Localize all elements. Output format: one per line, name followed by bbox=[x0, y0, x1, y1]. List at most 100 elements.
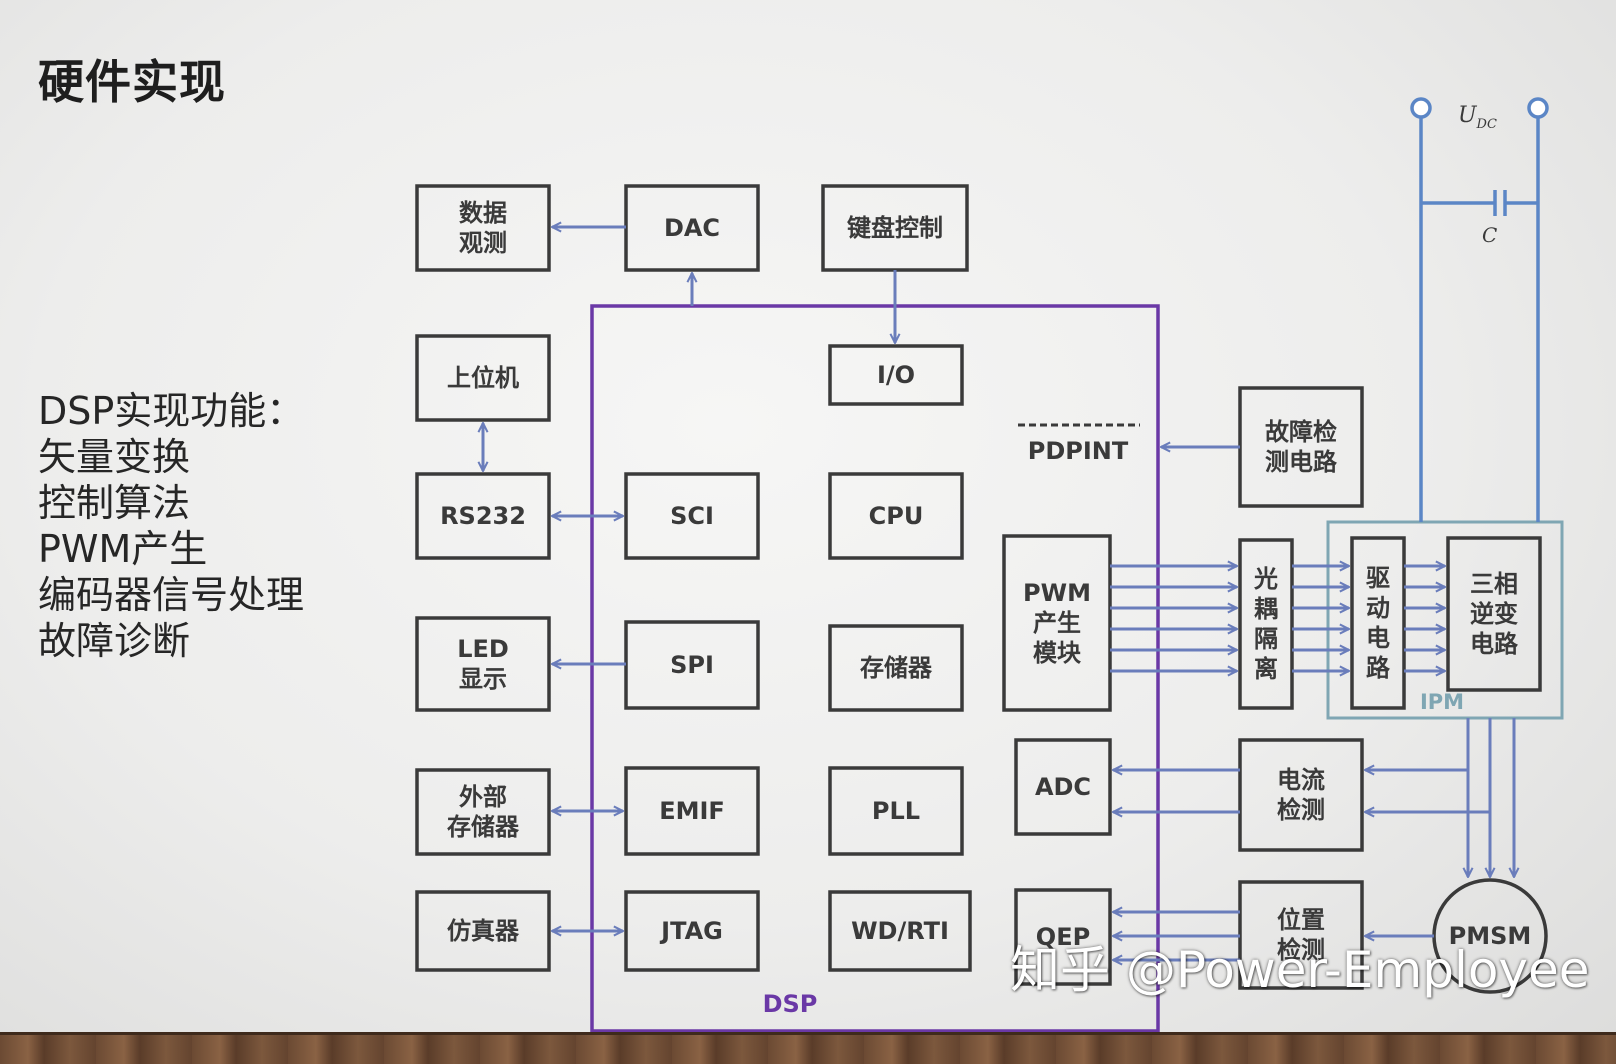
feature-list: DSP实现功能： 矢量变换 控制算法 PWM产生 编码器信号处理 故障诊断 bbox=[38, 388, 358, 664]
cpu-label: CPU bbox=[869, 502, 924, 530]
feature-item: 矢量变换 bbox=[38, 435, 191, 479]
label-line: 故障检 bbox=[1265, 418, 1337, 446]
sci-box bbox=[624, 472, 760, 560]
jtag-box bbox=[624, 890, 760, 972]
data-observe-box bbox=[415, 184, 551, 272]
current-to-adc-lines bbox=[1113, 770, 1240, 812]
pll-label: PLL bbox=[872, 797, 920, 825]
feature-item: PWM产生 bbox=[38, 527, 208, 571]
feature-item: 故障诊断 bbox=[38, 619, 191, 663]
adc-box bbox=[1014, 738, 1112, 836]
pmsm-label: PMSM bbox=[1449, 922, 1532, 950]
driver-label: 驱动电路 bbox=[1366, 564, 1391, 682]
capacitor-label: C bbox=[1482, 223, 1497, 247]
ipm-container bbox=[1326, 520, 1564, 720]
pll-box bbox=[828, 766, 964, 856]
qep-label: QEP bbox=[1036, 923, 1090, 951]
label-line: 电路 bbox=[1470, 630, 1519, 658]
label-line: 电 bbox=[1366, 624, 1390, 652]
dc-terminal-right bbox=[1527, 97, 1549, 119]
label-line: 逆变 bbox=[1470, 600, 1518, 628]
label-line: 模块 bbox=[1033, 639, 1081, 667]
led-box bbox=[415, 616, 551, 712]
io-label: I/O bbox=[877, 361, 915, 389]
current-detect-label: 电流检测 bbox=[1277, 766, 1325, 824]
emif-label: EMIF bbox=[659, 797, 725, 825]
data-observe-label: 数据观测 bbox=[459, 199, 507, 257]
io-box bbox=[828, 344, 964, 406]
cpu-box bbox=[828, 472, 964, 560]
page-title: 硬件实现 bbox=[38, 55, 226, 109]
label-line: 三相 bbox=[1470, 570, 1518, 598]
ext-mem-label: 外部存储器 bbox=[447, 783, 520, 841]
label-line: 测电路 bbox=[1265, 448, 1338, 476]
label-line: 检测 bbox=[1277, 936, 1325, 964]
label-line: 显示 bbox=[459, 665, 507, 693]
connectors bbox=[483, 227, 1514, 960]
emulator-box bbox=[415, 890, 551, 972]
dsp-container bbox=[590, 304, 1160, 1032]
floor-strip bbox=[0, 1032, 1616, 1064]
rs232-box bbox=[415, 472, 551, 560]
watermark: 知乎 @Power-Employee bbox=[1010, 941, 1590, 999]
ipm-label: IPM bbox=[1420, 690, 1464, 714]
emulator-label: 仿真器 bbox=[447, 917, 520, 945]
dc-terminal-left bbox=[1410, 97, 1432, 119]
label-line: 外部 bbox=[459, 783, 507, 811]
pdpint-label: PDPINT bbox=[1028, 437, 1129, 465]
qep-box bbox=[1014, 888, 1112, 986]
dac-label: DAC bbox=[664, 214, 720, 242]
pwm-to-opto-lines bbox=[1110, 566, 1237, 671]
label-line: 数据 bbox=[459, 199, 507, 227]
sci-label: SCI bbox=[670, 502, 714, 530]
feature-heading: DSP实现功能： bbox=[38, 389, 305, 433]
keyboard-label: 键盘控制 bbox=[847, 214, 943, 242]
inverter-box bbox=[1446, 536, 1542, 692]
label-line: 光 bbox=[1253, 565, 1278, 593]
opto-box bbox=[1238, 538, 1294, 710]
label-line: LED bbox=[457, 635, 509, 663]
memory-box bbox=[828, 624, 964, 712]
host-box bbox=[415, 334, 551, 422]
opto-to-driver-lines bbox=[1292, 566, 1349, 671]
spi-label: SPI bbox=[670, 651, 714, 679]
phase-current-taps bbox=[1365, 770, 1490, 812]
feature-item: 编码器信号处理 bbox=[38, 573, 305, 617]
host-label: 上位机 bbox=[447, 364, 519, 392]
label-line: 隔 bbox=[1254, 625, 1278, 653]
wd-box bbox=[828, 890, 972, 972]
label-line: 动 bbox=[1366, 594, 1390, 622]
label-line: 位置 bbox=[1277, 906, 1325, 934]
inverter-to-motor-lines bbox=[1468, 718, 1514, 877]
position-detect-label: 位置检测 bbox=[1277, 906, 1325, 964]
dsp-label: DSP bbox=[763, 990, 818, 1018]
jtag-label: JTAG bbox=[659, 917, 723, 945]
rs232-label: RS232 bbox=[440, 502, 526, 530]
pwm-box bbox=[1002, 534, 1112, 712]
feature-item: 控制算法 bbox=[38, 481, 191, 525]
label-line: 存储器 bbox=[447, 813, 520, 841]
adc-label: ADC bbox=[1035, 773, 1091, 801]
memory-label: 存储器 bbox=[860, 654, 933, 682]
dc-capacitor bbox=[1421, 190, 1538, 216]
fault-detect-box bbox=[1238, 386, 1364, 508]
inverter-label: 三相逆变电路 bbox=[1470, 570, 1519, 658]
driver-box bbox=[1350, 536, 1406, 710]
udc-label: UDC bbox=[1458, 103, 1497, 132]
label-line: 驱 bbox=[1366, 564, 1390, 592]
position-to-qep-lines bbox=[1113, 912, 1240, 960]
label-line: 路 bbox=[1366, 654, 1391, 682]
label-line: 检测 bbox=[1277, 796, 1325, 824]
udc-subscript: DC bbox=[1476, 117, 1497, 132]
label-line: 耦 bbox=[1254, 595, 1278, 623]
label-line: 电流 bbox=[1277, 766, 1325, 794]
opto-label: 光耦隔离 bbox=[1253, 565, 1278, 683]
label-line: 产生 bbox=[1033, 609, 1081, 637]
fault-detect-label: 故障检测电路 bbox=[1265, 418, 1338, 476]
label-line: PWM bbox=[1023, 579, 1091, 607]
current-detect-box bbox=[1238, 738, 1364, 852]
udc-main: U bbox=[1458, 103, 1478, 128]
